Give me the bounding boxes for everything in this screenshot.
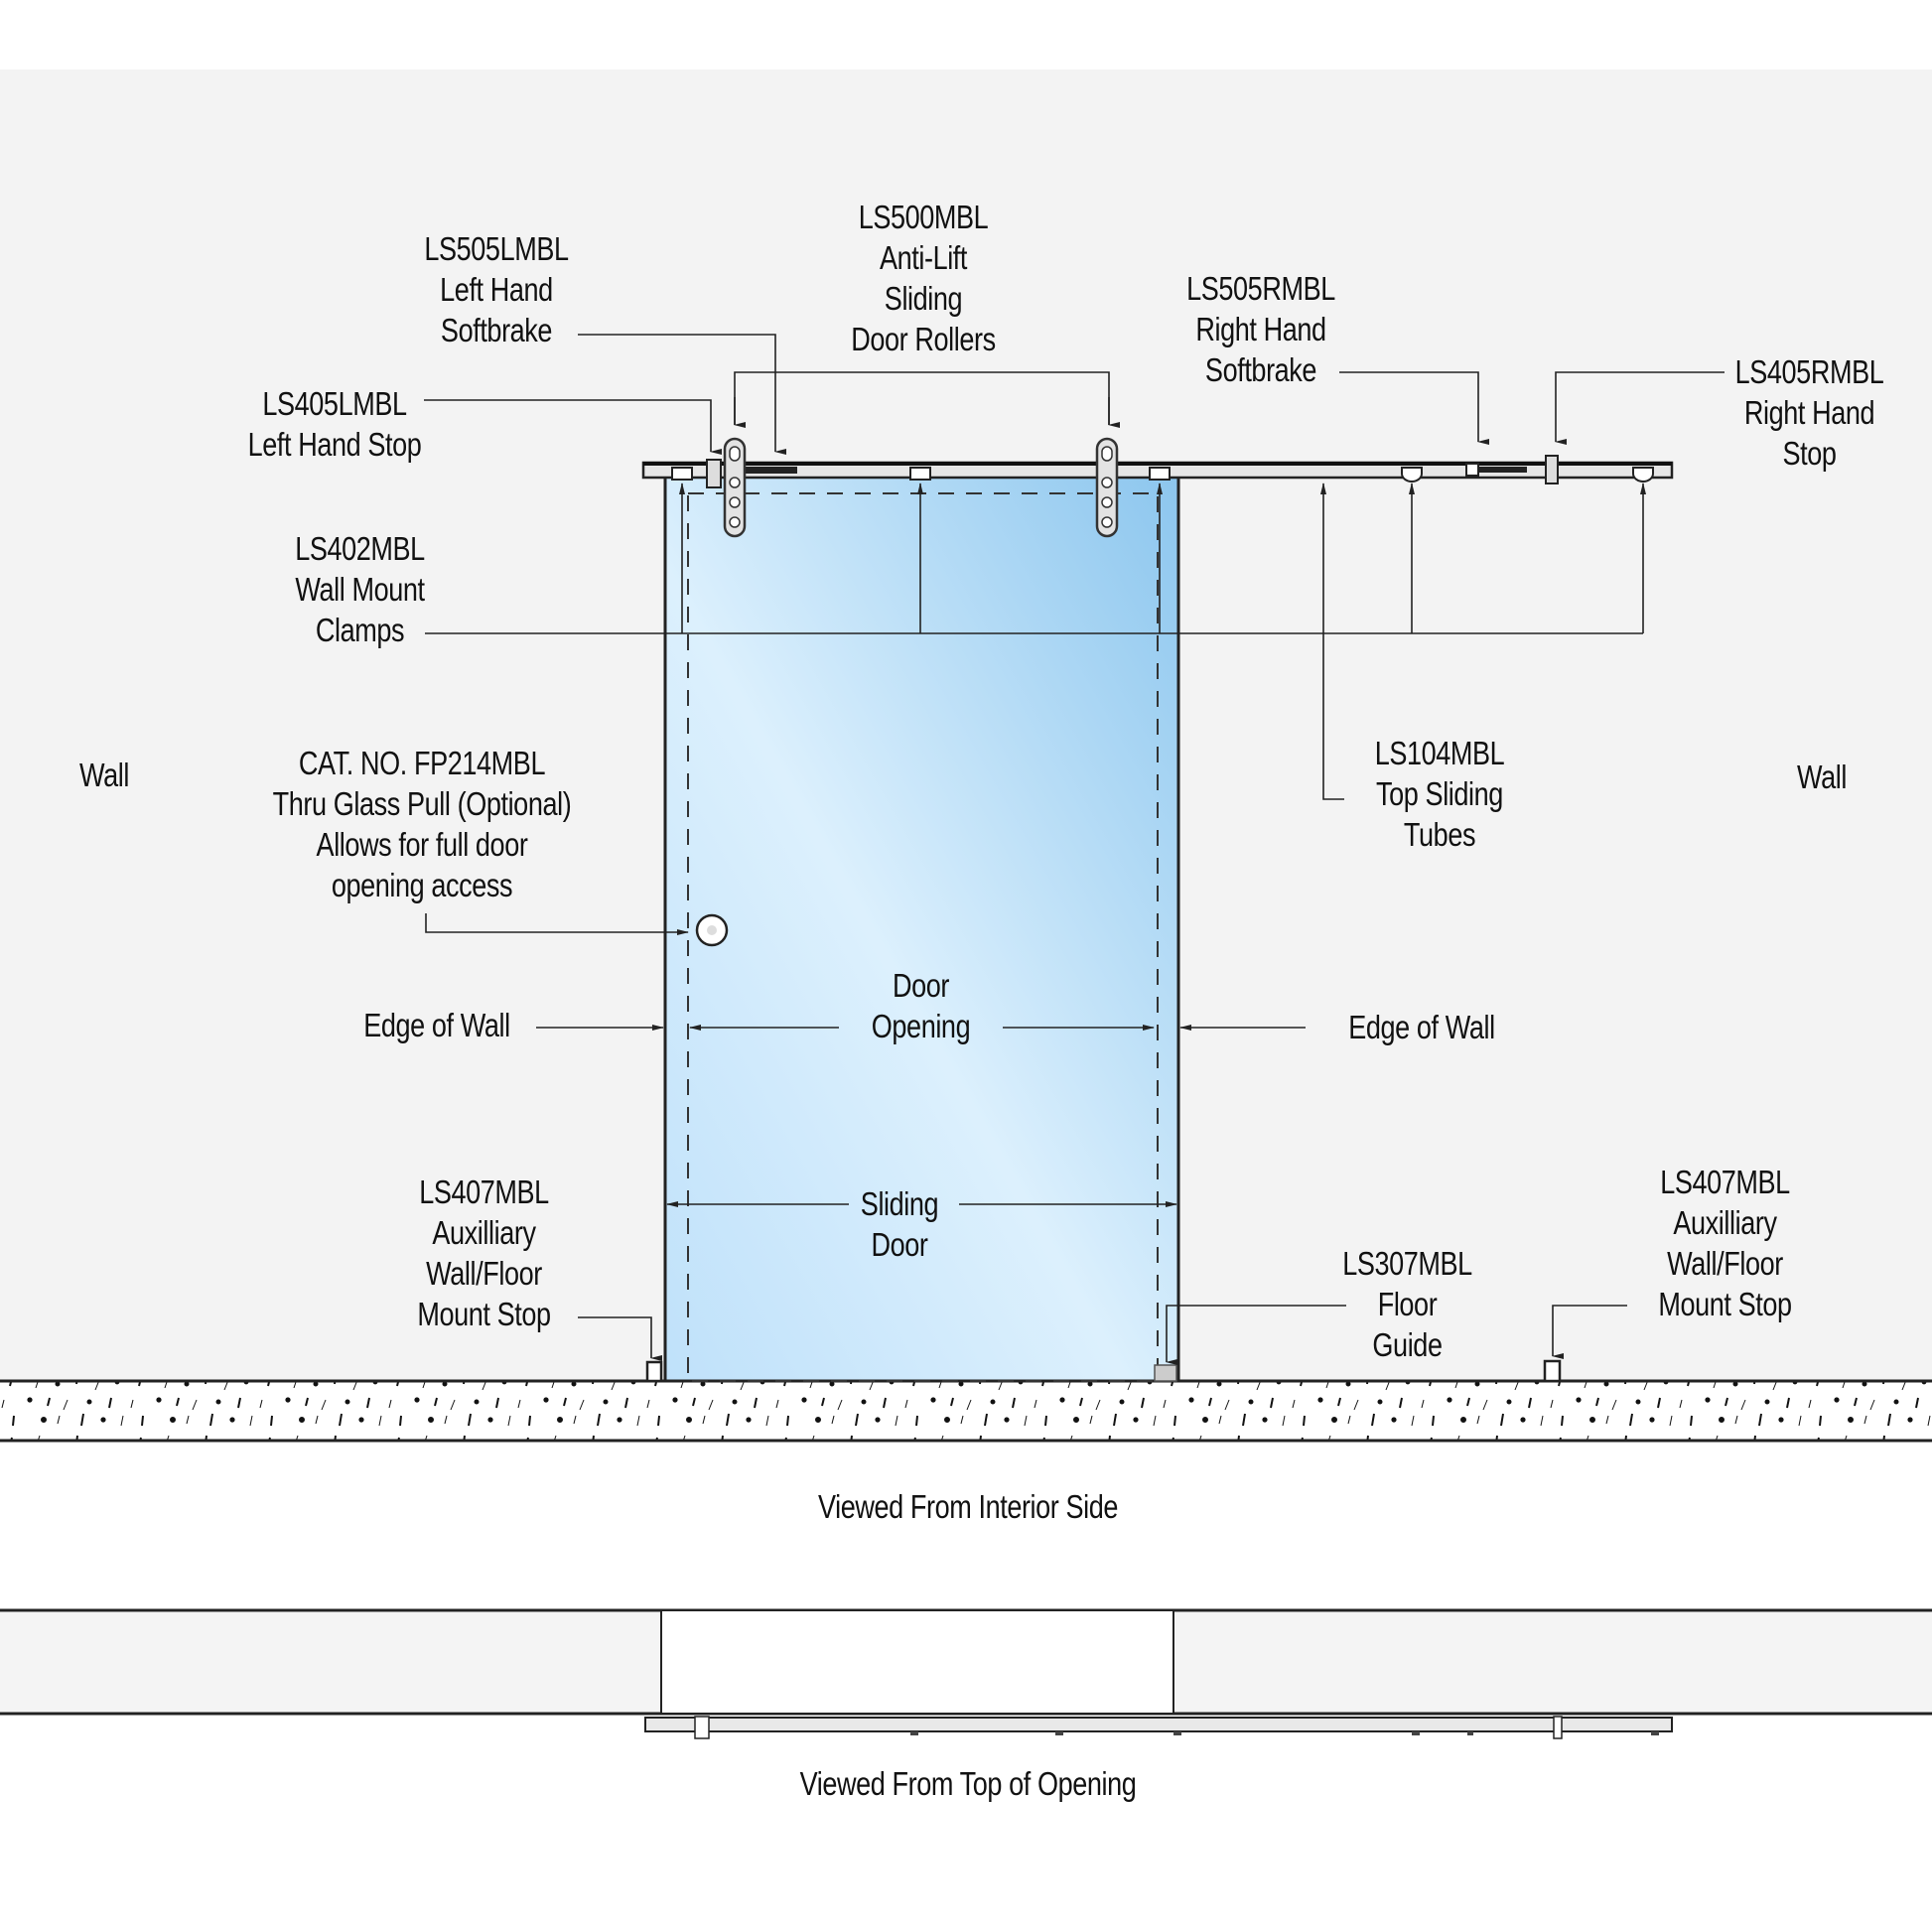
label-ls307: LS307MBL Floor Guide	[1342, 1245, 1472, 1363]
label-edge-wall-left: Edge of Wall	[363, 1007, 510, 1043]
label-ls407-right: LS407MBL Auxilliary Wall/Floor Mount Sto…	[1658, 1164, 1792, 1322]
right-hand-stop	[1545, 455, 1559, 484]
right-softbrake-body	[1479, 467, 1527, 473]
caption-top-view: Viewed From Top of Opening	[799, 1765, 1137, 1802]
door-roller-right	[1095, 437, 1119, 538]
label-fp214: CAT. NO. FP214MBL Thru Glass Pull (Optio…	[272, 745, 572, 903]
wall-mount-clamps	[671, 467, 1654, 483]
top-view-rail	[644, 1717, 1673, 1732]
label-edge-wall-right: Edge of Wall	[1348, 1009, 1495, 1045]
label-ls407-left: LS407MBL Auxilliary Wall/Floor Mount Sto…	[417, 1173, 551, 1332]
aux-stop-left	[645, 1360, 663, 1383]
label-wall-right: Wall	[1797, 759, 1847, 795]
label-ls405l: LS405LMBL Left Hand Stop	[247, 385, 422, 463]
top-view-opening	[660, 1609, 1174, 1715]
top-view	[0, 1608, 1932, 1739]
glass-door	[663, 475, 1180, 1383]
label-ls405r: LS405RMBL Right Hand Stop	[1734, 353, 1884, 472]
left-softbrake	[743, 467, 797, 474]
label-door-opening: Door Opening	[871, 967, 971, 1044]
aux-stop-right	[1543, 1359, 1562, 1383]
label-ls104: LS104MBL Top Sliding Tubes	[1374, 735, 1505, 853]
right-softbrake	[1465, 463, 1479, 477]
label-ls402: LS402MBL Wall Mount Clamps	[295, 530, 425, 648]
label-ls500: LS500MBL Anti-Lift Sliding Door Rollers	[851, 199, 996, 357]
label-sliding-door: Sliding Door	[860, 1185, 939, 1263]
label-wall-left: Wall	[79, 757, 129, 793]
left-hand-stop	[706, 459, 722, 488]
floor-concrete	[0, 1382, 1932, 1440]
door-roller-left	[723, 437, 747, 538]
caption-interior-view: Viewed From Interior Side	[817, 1488, 1119, 1525]
label-ls505l: LS505LMBL Left Hand Softbrake	[424, 230, 569, 348]
floor-guide	[1154, 1364, 1177, 1382]
label-ls505r: LS505RMBL Right Hand Softbrake	[1186, 270, 1335, 388]
